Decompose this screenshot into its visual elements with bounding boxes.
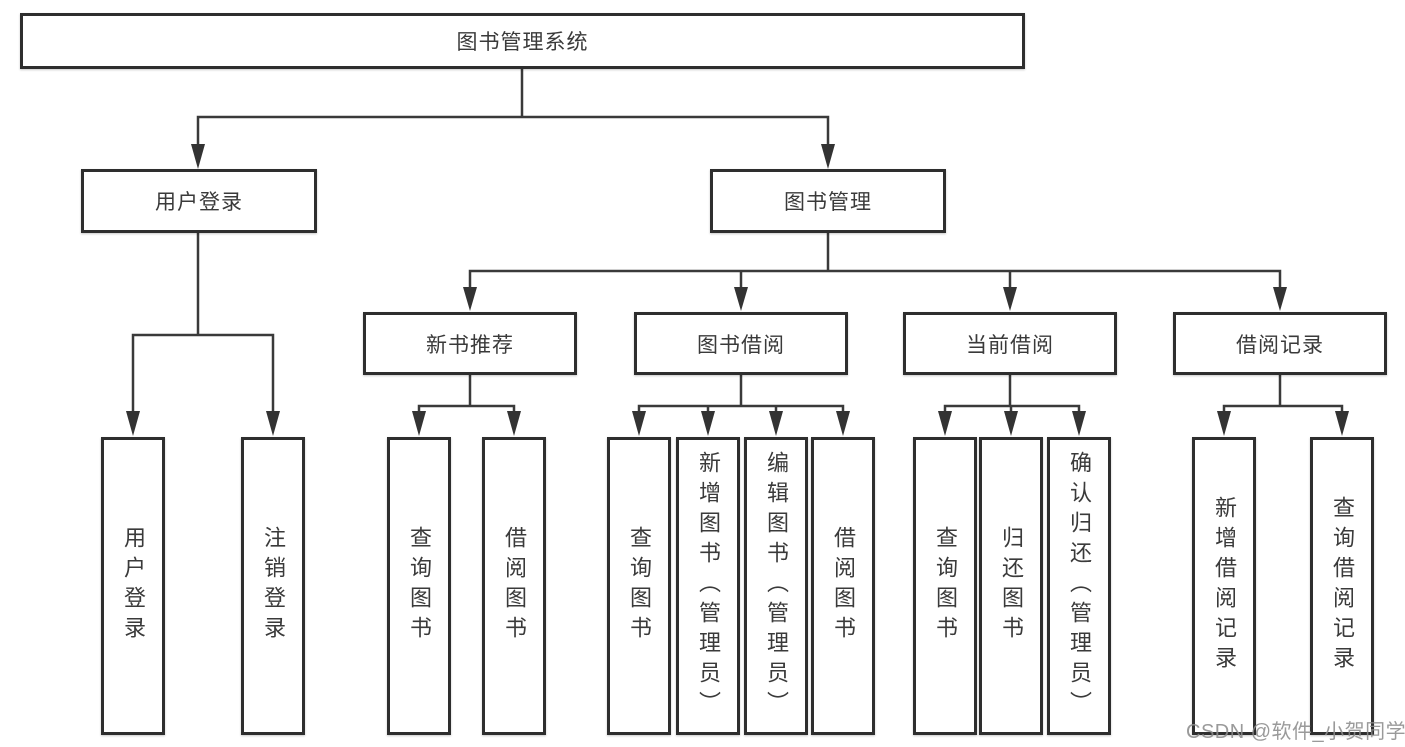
arrow-down-icon (412, 411, 426, 436)
arrow-down-icon (1217, 411, 1231, 436)
node-user-login: 用户登录 (81, 169, 317, 233)
node-leaf-return-books: 归还图书 (979, 437, 1043, 735)
arrow-down-icon (701, 411, 715, 436)
node-book-borrowing: 图书借阅 (634, 312, 848, 375)
arrow-down-icon (266, 411, 280, 436)
arrow-down-icon (507, 411, 521, 436)
arrow-down-icon (836, 411, 850, 436)
arrow-down-icon (463, 287, 477, 311)
connector-root-to-level2 (196, 67, 830, 147)
node-borrowing-records: 借阅记录 (1173, 312, 1387, 375)
node-leaf-borrow-books: 借阅图书 (811, 437, 875, 735)
connector-new-book-recommendation (417, 373, 516, 415)
node-leaf-logout: 注销登录 (241, 437, 305, 735)
node-leaf-query-books-current: 查询图书 (913, 437, 977, 735)
node-leaf-query-books-recommendation: 查询图书 (387, 437, 451, 735)
arrow-down-icon (821, 144, 835, 169)
node-leaf-add-borrow-record: 新增借阅记录 (1192, 437, 1256, 735)
arrow-down-icon (938, 411, 952, 436)
connector-borrowing-records (1222, 373, 1344, 415)
node-book-management: 图书管理 (710, 169, 946, 233)
node-new-book-recommendation: 新书推荐 (363, 312, 577, 375)
node-current-borrowing: 当前借阅 (903, 312, 1117, 375)
arrow-down-icon (126, 411, 140, 436)
arrow-down-icon (1335, 411, 1349, 436)
node-leaf-confirm-return-admin: 确认归还（管理员） (1047, 437, 1111, 735)
arrow-down-icon (1003, 287, 1017, 311)
arrow-down-icon (1004, 411, 1018, 436)
csdn-watermark: CSDN @软件_小贺同学 (1186, 721, 1405, 743)
node-leaf-edit-book-admin: 编辑图书（管理员） (744, 437, 808, 735)
node-leaf-borrow-books-recommendation: 借阅图书 (482, 437, 546, 735)
connector-user-login-to-leaves (131, 231, 275, 414)
arrow-down-icon (191, 144, 205, 169)
arrow-down-icon (1273, 287, 1287, 311)
arrow-down-icon (769, 411, 783, 436)
node-leaf-add-book-admin: 新增图书（管理员） (676, 437, 740, 735)
node-leaf-query-borrow-record: 查询借阅记录 (1310, 437, 1374, 735)
node-leaf-user-login: 用户登录 (101, 437, 165, 735)
connector-book-borrowing (637, 373, 845, 415)
node-library-management-system: 图书管理系统 (20, 13, 1025, 69)
connector-book-management-to-level3 (468, 231, 1282, 290)
arrow-down-icon (632, 411, 646, 436)
node-leaf-query-books-borrowing: 查询图书 (607, 437, 671, 735)
arrow-down-icon (1072, 411, 1086, 436)
connector-current-borrowing (943, 373, 1081, 415)
arrow-down-icon (734, 287, 748, 311)
